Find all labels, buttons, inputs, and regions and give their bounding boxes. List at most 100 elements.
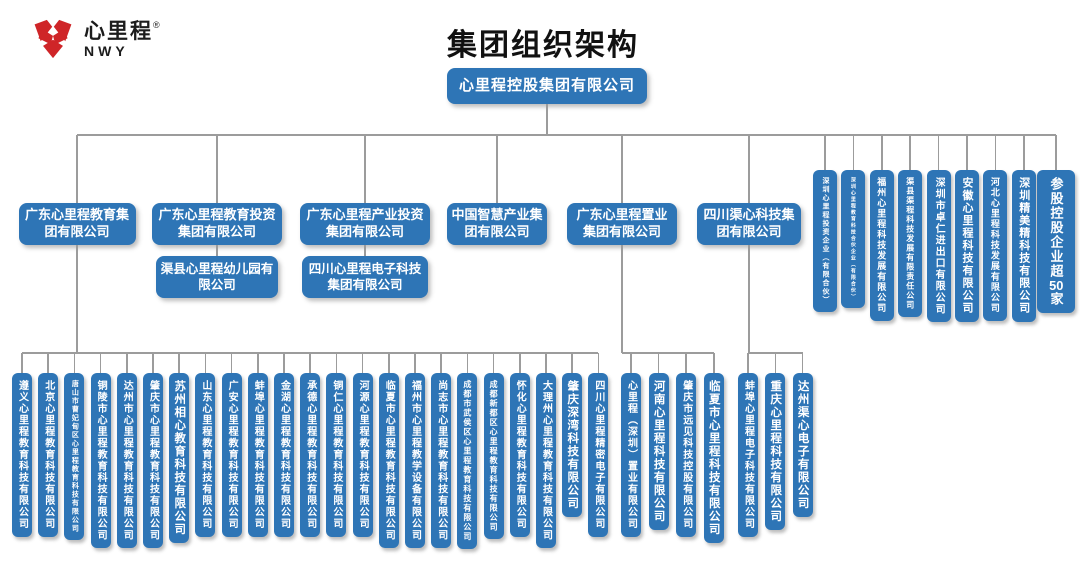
company-node: 蚌埠心里程教育科技有限公司 — [247, 373, 268, 537]
connector-line — [364, 245, 366, 256]
connector-line — [99, 353, 102, 373]
company-node: 河南心里程科技有限公司 — [648, 373, 669, 530]
connector-line — [621, 245, 623, 353]
connector-line — [466, 353, 469, 373]
company-node: 达州市心里程教育科技有限公司 — [116, 373, 137, 548]
division-node: 广东心里程教育集团有限公司 — [18, 203, 136, 245]
division-node: 广东心里程置业集团有限公司 — [567, 203, 677, 245]
connector-line — [657, 353, 660, 373]
connector-line — [966, 135, 968, 170]
connector-line — [47, 353, 49, 373]
connector-line — [152, 353, 154, 373]
connector-line — [597, 353, 600, 373]
connector-line — [496, 135, 498, 203]
connector-line — [545, 353, 547, 373]
connector-line — [230, 353, 233, 373]
connector-line — [178, 353, 180, 373]
company-node: 蚌埠心里程电子科技有限公司 — [738, 373, 758, 537]
company-node: 苏州相心教育科技有限公司 — [169, 373, 190, 543]
affiliate-node: 深圳市卓仁进出口有限公司 — [926, 170, 951, 322]
company-node: 广安心里程教育科技有限公司 — [221, 373, 242, 537]
division-node: 四川渠心科技集团有限公司 — [697, 203, 801, 245]
connector-line — [361, 353, 364, 373]
connector-line — [622, 352, 714, 354]
company-node: 福州市心里程教学设备有限公司 — [405, 373, 425, 548]
connector-line — [21, 353, 23, 373]
connector-line — [685, 353, 687, 373]
company-node: 遵义心里程教育科技有限公司 — [12, 373, 32, 537]
connector-line — [824, 135, 826, 170]
company-node: 肇庆深湾科技有限公司 — [562, 373, 583, 517]
connector-line — [519, 353, 521, 373]
connector-line — [216, 135, 218, 203]
company-node: 肇庆市远见科技控股有限公司 — [676, 373, 697, 537]
affiliate-node: 安徽心里程科技有限公司 — [955, 170, 979, 322]
company-node: 心里程（深圳）置业有限公司 — [621, 373, 641, 537]
connector-line — [747, 353, 749, 373]
connector-line — [335, 353, 338, 373]
logo-registered-mark: ® — [153, 19, 160, 30]
connector-line — [748, 245, 750, 353]
company-node: 达州渠心电子有限公司 — [792, 373, 813, 517]
company-node: 唐山市曹妃甸区心里程教育科技有限公司 — [64, 373, 85, 540]
company-node: 四川心里程精密电子有限公司 — [588, 373, 609, 537]
page-title: 集团组织架构 — [447, 29, 639, 62]
connector-line — [283, 353, 285, 373]
logo-wordmark: 心里程® NWY — [84, 19, 160, 59]
affiliate-node: 深圳精美精科技有限公司 — [1011, 170, 1036, 322]
connector-line — [1023, 135, 1025, 170]
company-node: 铜仁心里程教育科技有限公司 — [326, 373, 347, 537]
connector-line — [388, 353, 390, 373]
connector-line — [126, 353, 128, 373]
division-node: 广东心里程教育投资集团有限公司 — [152, 203, 282, 245]
connector-line — [257, 353, 259, 373]
subsidiary-node: 四川心里程电子科技集团有限公司 — [302, 256, 428, 298]
company-node: 铜陵市心里程教育科技有限公司 — [90, 373, 111, 548]
connector-line — [937, 135, 940, 170]
division-node: 广东心里程产业投资集团有限公司 — [300, 203, 430, 245]
connector-line — [76, 135, 78, 203]
connector-line — [1055, 135, 1057, 170]
connector-line — [748, 135, 750, 203]
connector-line — [994, 135, 997, 170]
logo-text: 心里程 — [84, 19, 153, 43]
company-node: 临夏市心里程科技有限公司 — [703, 373, 724, 543]
logo-heart-icon — [34, 19, 72, 59]
company-node: 承德心里程教育科技有限公司 — [300, 373, 321, 537]
connector-line — [309, 353, 311, 373]
affiliate-node: 福州心里程科技发展有限公司 — [869, 170, 894, 321]
connector-line — [852, 135, 855, 170]
subsidiary-node: 渠县心里程幼儿园有限公司 — [156, 256, 278, 298]
connector-line — [630, 353, 632, 373]
company-node: 成都新都区心里程教育科技有限公司 — [483, 373, 504, 539]
root-node: 心里程控股集团有限公司 — [447, 68, 647, 104]
company-node: 河源心里程教育科技有限公司 — [352, 373, 373, 537]
affiliate-node: 深圳心里程教育科技合伙企业（有限合伙） — [841, 170, 866, 308]
connector-line — [713, 353, 715, 373]
connector-line — [73, 353, 76, 373]
affiliate-node: 深圳心里程投资企业（有限合伙） — [813, 170, 837, 312]
connector-line — [492, 353, 495, 373]
connector-line — [77, 134, 1056, 136]
company-node: 山东心里程教育科技有限公司 — [195, 373, 216, 537]
connector-line — [440, 353, 442, 373]
company-node: 北京心里程教育科技有限公司 — [38, 373, 59, 537]
connector-line — [881, 135, 883, 170]
connector-line — [414, 353, 416, 373]
company-node: 尚志市心里程教育科技有限公司 — [431, 373, 452, 548]
company-node: 金湖心里程教育科技有限公司 — [274, 373, 294, 537]
connector-line — [76, 245, 78, 353]
connector-line — [571, 353, 573, 373]
connector-line — [801, 353, 804, 373]
connector-line — [909, 135, 911, 170]
company-node: 怀化心里程教育科技有限公司 — [509, 373, 530, 537]
logo-subtext: NWY — [84, 42, 129, 59]
company-node: 重庆心里程科技有限公司 — [765, 373, 786, 530]
affiliate-node: 渠县渠程科技发展有限责任公司 — [898, 170, 923, 317]
company-node: 大理州心里程教育科技有限公司 — [536, 373, 556, 548]
company-node: 成都市武侯区心里程教育科技有限公司 — [457, 373, 478, 549]
company-node: 临夏市心里程教育科技有限公司 — [378, 373, 399, 548]
division-node: 中国智慧产业集团有限公司 — [447, 203, 547, 245]
